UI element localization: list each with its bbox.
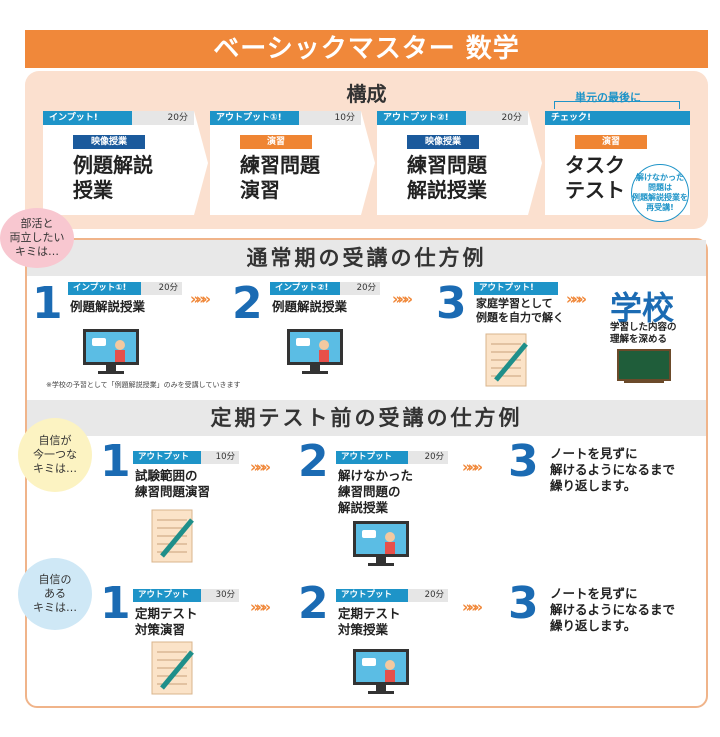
step-header: アウトプット! [474, 282, 558, 295]
repeat-text: ノートを見ずに 解けるようになるまで 繰り返します。 [550, 586, 676, 633]
worksheet-pen-icon [151, 509, 194, 563]
chevron-arrows-icon: »»» [392, 290, 413, 308]
tail-label: 単元の最後に [575, 91, 641, 104]
monitor-teacher-icon [353, 521, 409, 566]
chevron-arrows-icon: »»» [190, 290, 211, 308]
card-time: 10分 [299, 111, 361, 125]
worksheet-pen-icon [151, 641, 194, 695]
monitor-teacher-icon [83, 329, 139, 374]
card-arrow-3 [528, 111, 542, 215]
step-text: 定期テスト 対策演習 [135, 606, 198, 637]
step-text: 定期テスト 対策授業 [338, 606, 401, 637]
card-badge: 映像授業 [73, 135, 145, 149]
card-badge: 演習 [240, 135, 312, 149]
card-arrow-1 [194, 111, 208, 215]
step-tag: アウトプット②! [336, 589, 408, 613]
composition-card-1: インプット! 20分 映像授業 例題解説 授業 [43, 111, 194, 215]
step-header: アウトプット②! 20分 [336, 589, 448, 613]
chevron-arrows-icon: »»» [250, 598, 271, 616]
repeat-text: ノートを見ずに 解けるようになるまで 繰り返します。 [550, 446, 676, 493]
step-time: 20分 [424, 590, 444, 600]
step-number: 1 [100, 436, 131, 487]
card-tag: チェック! [545, 111, 598, 125]
regular-bubble: 部活と 両立したい キミは… [0, 208, 74, 268]
footnote: ※学校の予習として「例題解説授業」のみを受講していきます [46, 381, 241, 389]
step-header: インプット②! 20分 [270, 282, 380, 295]
card-tag: アウトプット②! [377, 111, 455, 125]
tail-bracket [554, 101, 680, 109]
chevron-arrows-icon: »»» [462, 598, 483, 616]
monitor-teacher-icon [353, 649, 409, 694]
step-number: 1 [100, 578, 131, 629]
test-bubble-2: 自信の ある キミは… [18, 558, 92, 630]
chevron-arrows-icon: »»» [566, 290, 587, 308]
test-heading: 定期テスト前の受講の仕方例 [27, 400, 706, 436]
step-time: 20分 [424, 452, 444, 462]
card-arrow-2 [361, 111, 375, 215]
card-badge: 演習 [575, 135, 647, 149]
step-text: 例題解説授業 [272, 299, 348, 314]
step-header: アウトプット②! 20分 [336, 451, 448, 475]
chevron-arrows-icon: »»» [462, 458, 483, 476]
step-text: 例題解説授業 [70, 299, 146, 314]
card-badge: 映像授業 [407, 135, 479, 149]
step-time: 30分 [215, 590, 235, 600]
step-tag: アウトプット①! [133, 451, 201, 475]
step-number: 3 [436, 278, 467, 329]
card-tag: インプット! [43, 111, 104, 125]
chevron-arrows-icon: »»» [250, 458, 271, 476]
page-title: ベーシックマスター 数学 [25, 30, 708, 68]
chalkboard-icon [617, 349, 671, 383]
school-title: 学校 [610, 289, 675, 327]
step-tag: アウトプット①! [133, 589, 201, 613]
step-header: アウトプット①! 10分 [133, 451, 239, 475]
step-number: 1 [32, 278, 63, 329]
card-text: 練習問題 解説授業 [407, 153, 487, 202]
step-tag: インプット②! [270, 282, 341, 295]
worksheet-pen-icon [485, 333, 528, 387]
step-number: 2 [232, 278, 263, 329]
composition-heading: 構成 [346, 82, 387, 106]
composition-card-2: アウトプット①! 10分 演習 練習問題 演習 [210, 111, 361, 215]
card-text: 例題解説 授業 [73, 153, 153, 202]
step-number: 3 [508, 436, 539, 487]
step-number: 2 [298, 578, 329, 629]
step-number: 2 [298, 436, 329, 487]
replay-note: 解けなかった 問題は 例題解説授業を 再受講! [631, 164, 689, 222]
step-text: 試験範囲の 練習問題演習 [135, 468, 211, 499]
step-header: インプット①! 20分 [68, 282, 182, 295]
step-tag: アウトプット! [474, 282, 558, 295]
step-text: 家庭学習として 例題を自力で解く [476, 297, 564, 324]
step-time: 20分 [356, 283, 376, 293]
card-time: 20分 [466, 111, 528, 125]
step-header: アウトプット①! 30分 [133, 589, 239, 613]
step-time: 20分 [158, 283, 178, 293]
regular-heading: 通常期の受講の仕方例 [27, 240, 706, 276]
composition-card-3: アウトプット②! 20分 映像授業 練習問題 解説授業 [377, 111, 528, 215]
card-time: 20分 [132, 111, 194, 125]
step-number: 3 [508, 578, 539, 629]
step-time: 10分 [215, 452, 235, 462]
step-text: 解けなかった 練習問題の 解説授業 [338, 468, 414, 515]
test-bubble-1: 自信が 今一つな キミは… [18, 418, 92, 492]
card-text: タスク テスト [565, 153, 625, 202]
school-text: 学習した内容の 理解を深める [610, 322, 677, 345]
card-text: 練習問題 演習 [240, 153, 320, 202]
step-tag: インプット①! [68, 282, 141, 295]
monitor-teacher-icon [287, 329, 343, 374]
step-tag: アウトプット②! [336, 451, 408, 475]
composition-card-4: チェック! 演習 タスク テスト [545, 111, 690, 215]
card-tag: アウトプット①! [210, 111, 288, 125]
